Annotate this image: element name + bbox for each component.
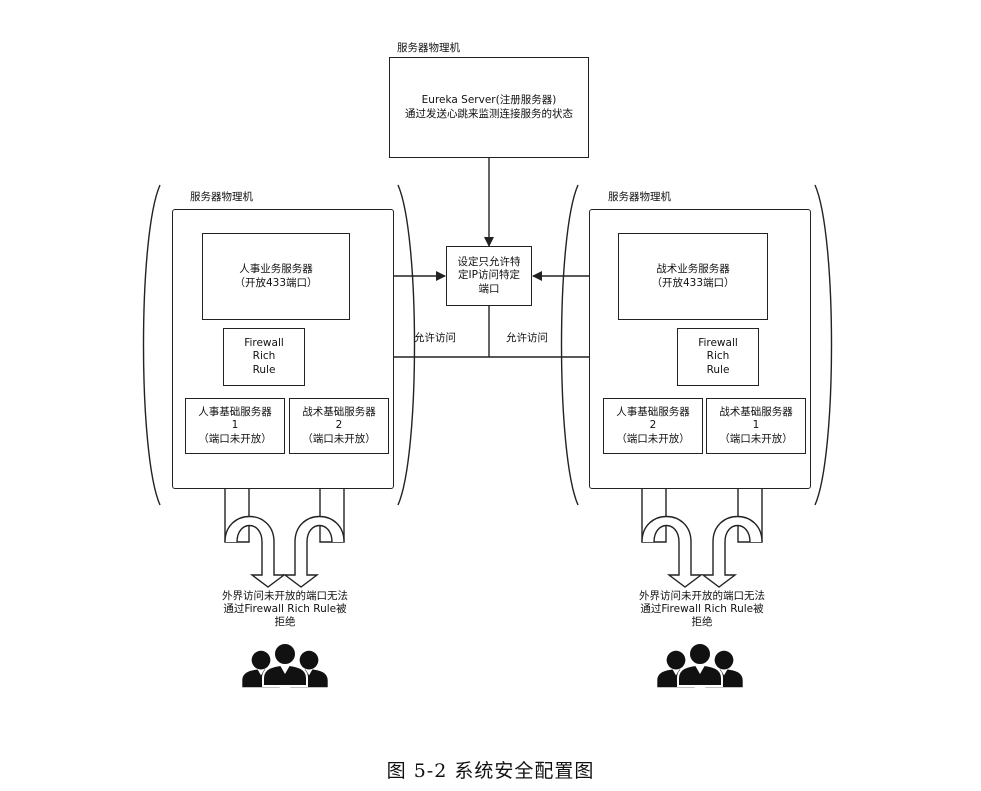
left-reject-line-1: 外界访问未开放的端口无法	[222, 590, 348, 602]
right-machine-label: 服务器物理机	[608, 191, 671, 203]
right-bracket-left	[560, 184, 579, 506]
right-base1-line-1: 人事基础服务器	[616, 405, 690, 418]
left-base2-line-2: 2	[335, 419, 343, 432]
left-business-line-2: （开放433端口）	[234, 276, 318, 289]
left-reject-line-3: 拒绝	[274, 616, 296, 628]
left-business-line-1: 人事业务服务器	[239, 263, 313, 275]
allow-access-right-label: 允许访问	[506, 332, 548, 344]
left-bracket-left	[142, 184, 161, 506]
left-machine-label: 服务器物理机	[190, 191, 253, 203]
right-base1-line-2: 2	[649, 419, 657, 432]
right-reject-line-2: 通过Firewall Rich Rule被	[640, 603, 764, 615]
left-firewall-line-2: Rich	[252, 350, 276, 363]
right-reject-line-1: 外界访问未开放的端口无法	[639, 590, 765, 602]
left-base2-line-1: 战术基础服务器	[302, 405, 376, 418]
right-business-server: 战术业务服务器 （开放433端口）	[618, 233, 768, 320]
access-rule-line-3: 端口	[478, 282, 500, 295]
left-base-server-1: 人事基础服务器 1 （端口未开放）	[185, 398, 285, 454]
allow-access-left-label: 允许访问	[414, 332, 456, 344]
right-business-line-2: （开放433端口）	[651, 276, 735, 289]
right-business-line-1: 战术业务服务器	[656, 263, 730, 275]
left-base1-line-1: 人事基础服务器	[198, 405, 272, 418]
access-rule-line-2: 定IP访问特定	[458, 269, 520, 282]
left-reject-note: 外界访问未开放的端口无法 通过Firewall Rich Rule被 拒绝	[200, 590, 370, 629]
access-rule-box: 设定只允许特 定IP访问特定 端口	[446, 246, 532, 306]
left-base-server-2: 战术基础服务器 2 （端口未开放）	[289, 398, 389, 454]
right-base2-line-3: （端口未开放）	[719, 432, 793, 445]
user-group-icon	[657, 643, 742, 687]
right-base-server-2: 战术基础服务器 1 （端口未开放）	[706, 398, 806, 454]
right-bracket-right	[814, 184, 833, 506]
left-reject-line-2: 通过Firewall Rich Rule被	[223, 603, 347, 615]
right-reject-line-3: 拒绝	[691, 616, 713, 628]
figure-caption: 图 5-2 系统安全配置图	[386, 760, 595, 782]
right-firewall-rule-box: Firewall Rich Rule	[677, 328, 759, 386]
right-base2-line-1: 战术基础服务器	[719, 405, 793, 418]
right-base-server-1: 人事基础服务器 2 （端口未开放）	[603, 398, 703, 454]
user-group-icon	[242, 643, 327, 687]
eureka-line-2: 通过发送心跳来监测连接服务的状态	[405, 107, 573, 120]
right-base2-line-2: 1	[752, 419, 760, 432]
right-firewall-line-1: Firewall	[698, 336, 738, 349]
left-firewall-line-3: Rule	[252, 363, 276, 376]
left-base1-line-3: （端口未开放）	[198, 432, 272, 445]
left-firewall-line-1: Firewall	[244, 336, 284, 349]
top-server-label: 服务器物理机	[397, 42, 460, 54]
left-bracket-right	[397, 184, 416, 506]
eureka-server-box: Eureka Server(注册服务器) 通过发送心跳来监测连接服务的状态	[389, 57, 589, 158]
access-rule-line-1: 设定只允许特	[457, 255, 521, 268]
right-firewall-line-2: Rich	[706, 350, 730, 363]
reject-arrows-right	[631, 455, 773, 588]
right-reject-note: 外界访问未开放的端口无法 通过Firewall Rich Rule被 拒绝	[617, 590, 787, 629]
eureka-line-1: Eureka Server(注册服务器)	[421, 94, 557, 106]
left-business-server: 人事业务服务器 （开放433端口）	[202, 233, 350, 320]
right-base1-line-3: （端口未开放）	[616, 432, 690, 445]
left-firewall-rule-box: Firewall Rich Rule	[223, 328, 305, 386]
reject-arrows-left	[214, 455, 355, 588]
left-base2-line-3: （端口未开放）	[302, 432, 376, 445]
left-base1-line-2: 1	[231, 419, 239, 432]
right-firewall-line-3: Rule	[706, 363, 730, 376]
